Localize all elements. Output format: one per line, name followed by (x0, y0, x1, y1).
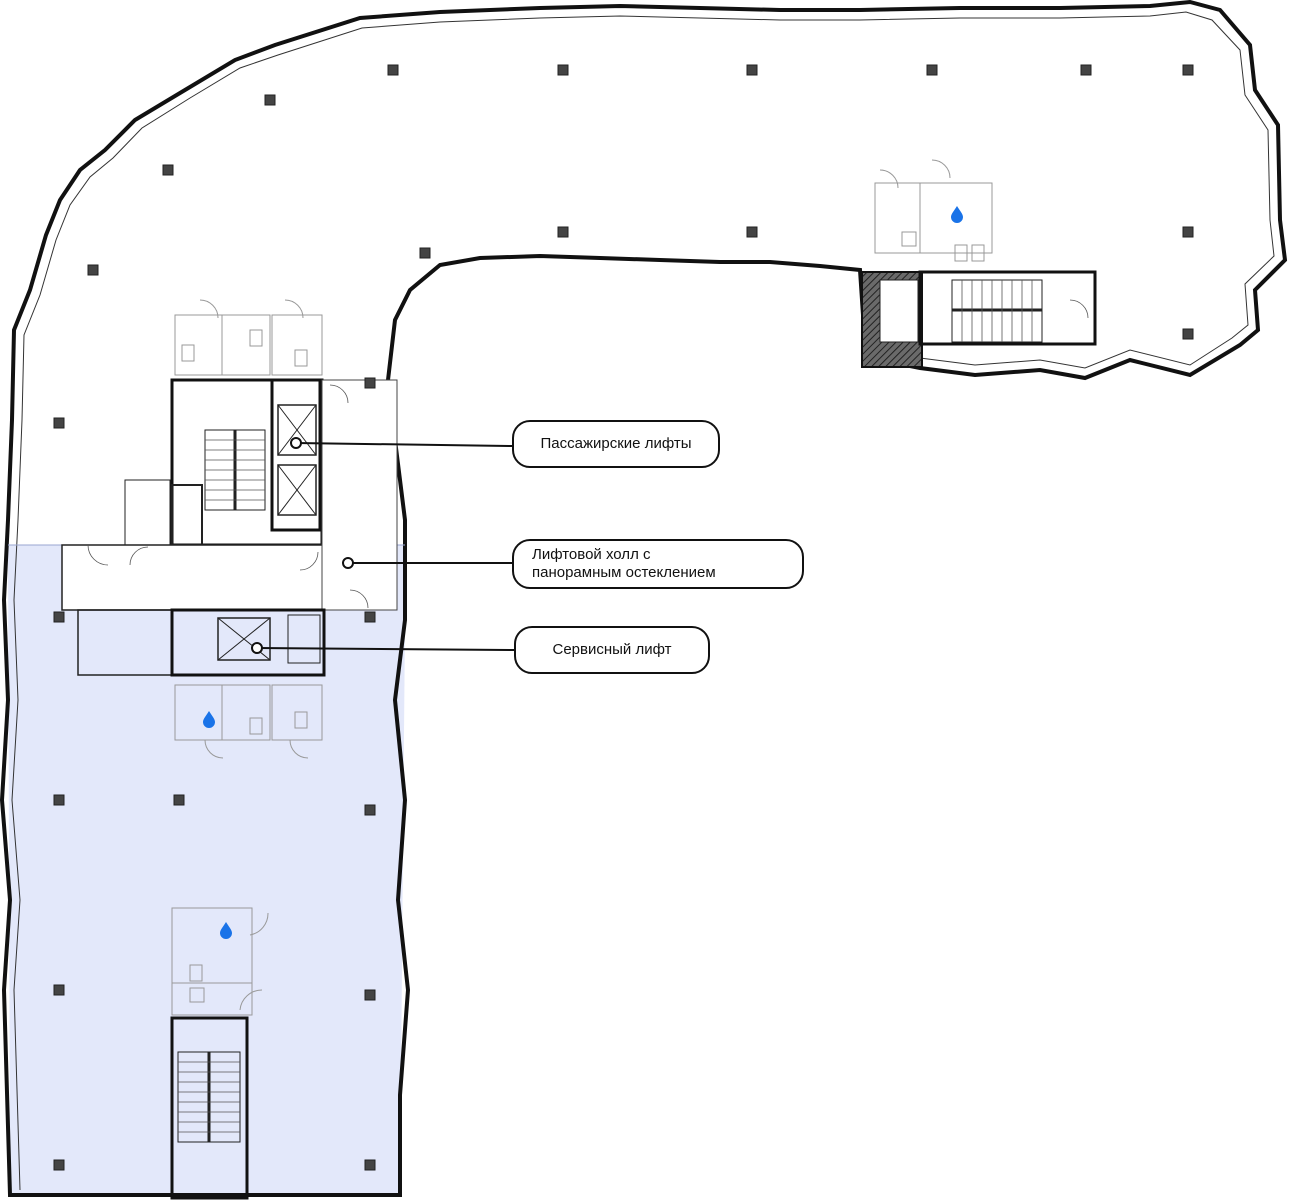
passenger-lift-1 (277, 404, 317, 456)
wc-block-lower (174, 684, 323, 759)
callout-service-lift: Сервисный лифт (514, 626, 710, 674)
wc-block-upper (174, 299, 323, 376)
water-drop-icon (951, 206, 963, 223)
central-core (170, 378, 324, 547)
callout-passenger-lifts: Пассажирские лифты (512, 420, 720, 468)
lift-hall (61, 379, 398, 611)
right-core (861, 159, 1097, 368)
callout-lift-hall-line1: Лифтовой холл с (532, 546, 651, 563)
central-staircase (204, 429, 266, 511)
facade-inner-line (11, 11, 1275, 1191)
callout-lift-hall-line2: панорамным остеклением (532, 564, 716, 581)
lower-staircase (177, 1051, 241, 1143)
right-staircase (951, 279, 1043, 343)
service-core (77, 608, 326, 677)
callout-service-lift-label: Сервисный лифт (552, 641, 672, 658)
service-lift-shaft (217, 617, 271, 661)
lower-core (170, 907, 269, 1200)
passenger-lift-2 (277, 464, 317, 516)
highlight-zone (8, 545, 405, 1195)
callout-passenger-lifts-label: Пассажирские лифты (540, 435, 692, 452)
callout-leaders (251, 437, 515, 654)
callout-lift-hall: Лифтовой холл с панорамным остеклением (512, 539, 804, 589)
